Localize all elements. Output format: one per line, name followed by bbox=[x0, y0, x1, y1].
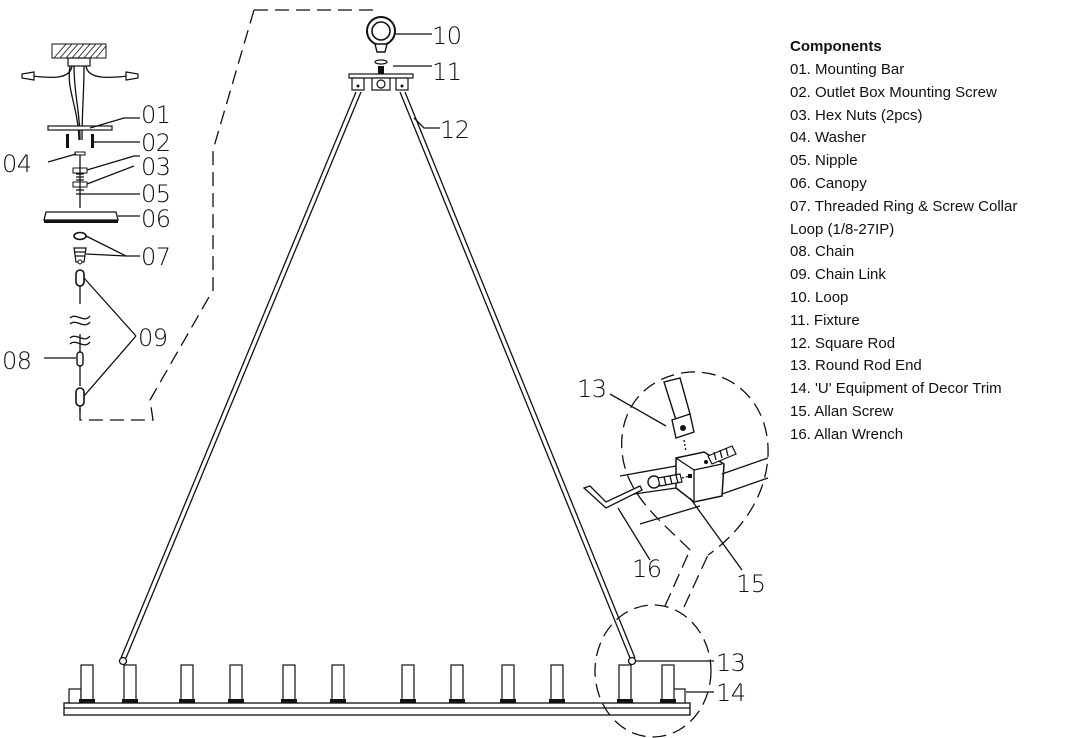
component-item: 14. 'U' Equipment of Decor Trim bbox=[790, 380, 1002, 398]
component-item: 06. Canopy bbox=[790, 174, 867, 192]
candle-post bbox=[550, 664, 564, 701]
mount-kit-leaders bbox=[44, 117, 140, 397]
candle-post-base bbox=[400, 699, 416, 703]
callout-03: 03 bbox=[141, 153, 171, 181]
corner-detail-outline bbox=[594, 371, 769, 738]
candle-post-base bbox=[500, 699, 516, 703]
callout-10: 10 bbox=[432, 22, 462, 50]
candle-post-base bbox=[549, 699, 565, 703]
ceiling-mount-kit bbox=[21, 43, 139, 412]
candle-post-base bbox=[617, 699, 633, 703]
candle-post bbox=[501, 664, 515, 701]
candle-post-base bbox=[449, 699, 465, 703]
callout-13-detail: 13 bbox=[577, 375, 607, 403]
candle-post-base bbox=[79, 699, 95, 703]
mounting-detail-outline bbox=[79, 9, 378, 421]
component-item: 04. Washer bbox=[790, 129, 867, 147]
component-item: 01. Mounting Bar bbox=[790, 61, 905, 78]
candle-post bbox=[618, 664, 632, 701]
candle-post-base bbox=[330, 699, 346, 703]
callout-09: 09 bbox=[138, 324, 168, 352]
callout-16: 16 bbox=[632, 555, 662, 583]
component-item: 11. Fixture bbox=[790, 311, 860, 329]
components-items: 01. Mounting Bar 02. Outlet Box Mounting… bbox=[790, 59, 1066, 447]
callout-12: 12 bbox=[440, 116, 470, 144]
candle-post-base bbox=[660, 699, 676, 703]
callout-15: 15 bbox=[736, 570, 766, 598]
callout-11: 11 bbox=[432, 58, 462, 86]
candle-posts bbox=[79, 664, 676, 703]
components-title: Components bbox=[790, 38, 882, 55]
candle-post-base bbox=[228, 699, 244, 703]
component-item: 16. Allan Wrench bbox=[790, 425, 904, 443]
callout-05: 05 bbox=[141, 180, 171, 208]
candle-post bbox=[401, 664, 415, 701]
callout-13-main: 13 bbox=[716, 649, 746, 677]
top-loop-assembly bbox=[348, 16, 432, 91]
candle-post bbox=[180, 664, 194, 701]
candle-post bbox=[331, 664, 345, 701]
component-item: 03. Hex Nuts (2pcs) bbox=[790, 106, 923, 124]
component-item: Loop (1/8-27IP) bbox=[790, 220, 895, 238]
component-item: 08. Chain bbox=[790, 243, 855, 261]
base-frame bbox=[63, 688, 691, 716]
candle-post bbox=[450, 664, 464, 701]
component-item: 12. Square Rod bbox=[790, 334, 896, 352]
candle-post bbox=[80, 664, 94, 701]
candle-post bbox=[229, 664, 243, 701]
callout-02: 02 bbox=[141, 129, 171, 157]
candle-post bbox=[123, 664, 137, 701]
candle-post bbox=[661, 664, 675, 701]
component-item: 07. Threaded Ring & Screw Collar bbox=[790, 197, 1018, 215]
component-item: 09. Chain Link bbox=[790, 266, 886, 284]
callout-06: 06 bbox=[141, 205, 171, 233]
callout-04: 04 bbox=[2, 150, 32, 178]
callout-08: 08 bbox=[2, 347, 32, 375]
component-item: 10. Loop bbox=[790, 288, 849, 306]
component-item: 15. Allan Screw bbox=[790, 402, 894, 420]
candle-post-base bbox=[179, 699, 195, 703]
u-bracket-detail bbox=[582, 377, 769, 571]
component-item: 05. Nipple bbox=[790, 152, 858, 170]
square-rods bbox=[118, 91, 637, 666]
callout-01: 01 bbox=[141, 101, 171, 129]
component-item: 13. Round Rod End bbox=[790, 357, 922, 375]
candle-post-base bbox=[122, 699, 138, 703]
candle-post bbox=[282, 664, 296, 701]
components-list: Components 01. Mounting Bar 02. Outlet B… bbox=[790, 36, 1066, 447]
callout-14: 14 bbox=[716, 679, 746, 707]
callout-07: 07 bbox=[141, 243, 171, 271]
candle-post-base bbox=[281, 699, 297, 703]
component-item: 02. Outlet Box Mounting Screw bbox=[790, 83, 997, 101]
